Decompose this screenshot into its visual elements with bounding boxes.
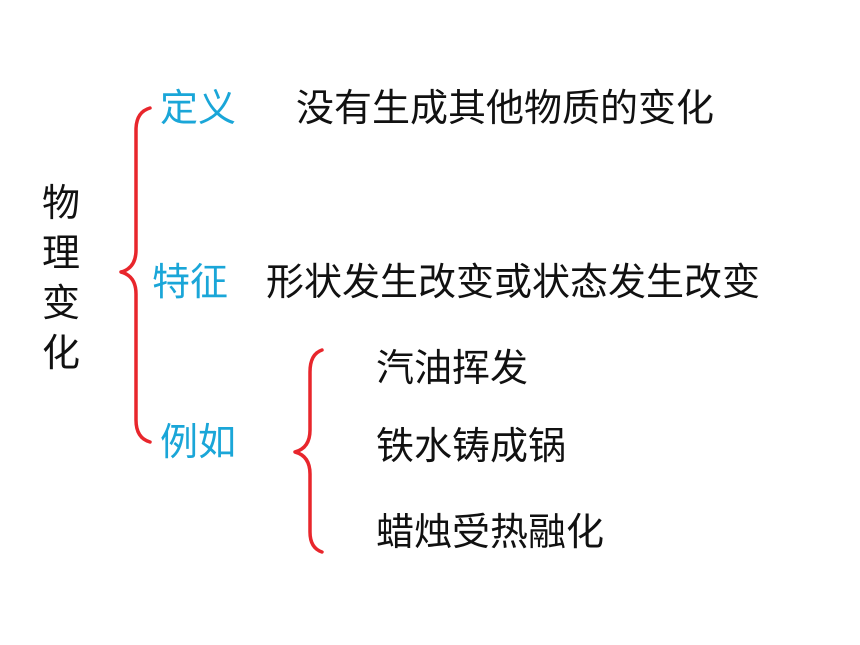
- label-definition: 定义: [160, 86, 237, 130]
- example-item: 铁水铸成锅: [376, 424, 567, 468]
- feature-text: 形状发生改变或状态发生改变: [266, 260, 761, 304]
- definition-text: 没有生成其他物质的变化: [296, 86, 715, 130]
- example-item: 蜡烛受热融化: [376, 510, 605, 554]
- topic-title-char: 物: [41, 181, 80, 225]
- label-feature: 特征: [152, 260, 229, 304]
- example-item: 汽油挥发: [376, 346, 529, 390]
- topic-title-char: 变: [41, 281, 80, 325]
- topic-title-char: 理: [41, 231, 80, 275]
- topic-title-char: 化: [41, 331, 80, 375]
- topic-title: 物 理 变 化: [36, 178, 86, 378]
- label-example: 例如: [160, 420, 237, 464]
